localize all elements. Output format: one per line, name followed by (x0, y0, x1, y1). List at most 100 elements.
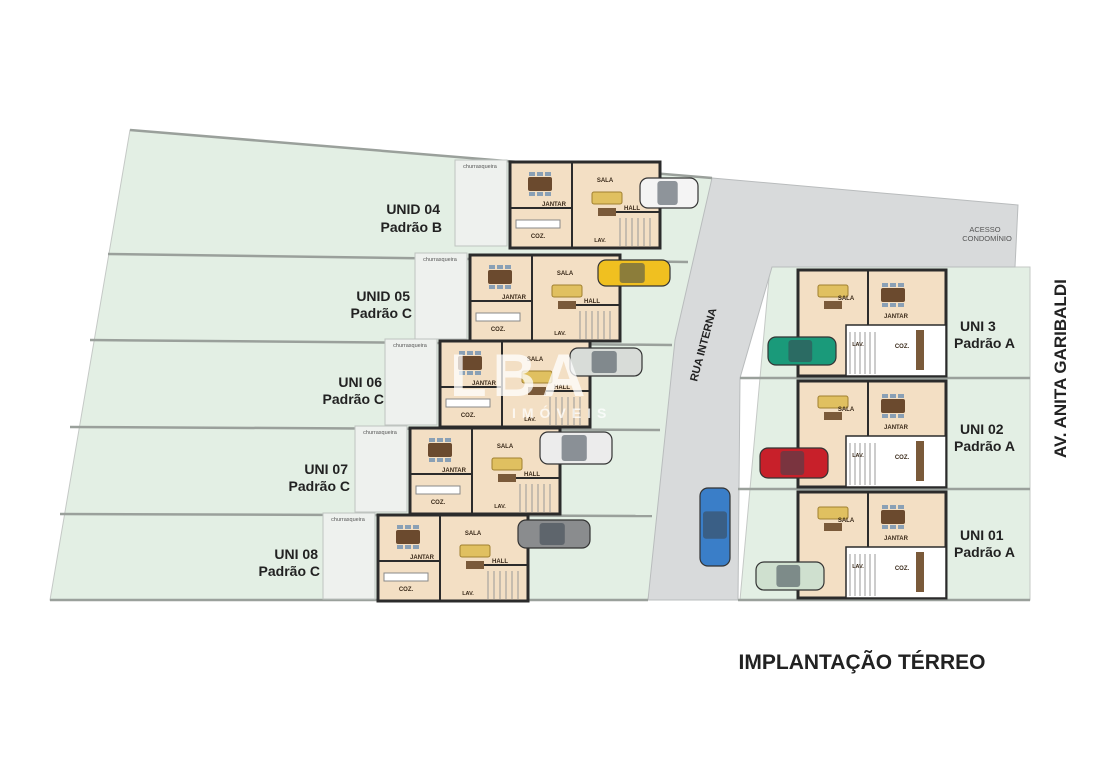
house-outline-0 (508, 160, 662, 250)
kitchen-counter-4 (383, 572, 429, 582)
house-outline-2 (438, 339, 592, 429)
dining-r-1-chair-bottom-2 (898, 414, 904, 418)
houses-right: SALA JANTAR LAV. COZ. SALA JANTAR LAV. COZ. SALA… (796, 268, 948, 600)
lav-label-r-1: LAV. (852, 453, 864, 459)
dining-r-0-table (881, 288, 905, 302)
jantar-label-r-2: JANTAR (884, 536, 909, 542)
sala-label-r-2: SALA (838, 518, 855, 524)
unit-3-type: Padrão A (954, 335, 1015, 351)
access-label-1: ACESSO (969, 225, 1000, 234)
car-3 (539, 431, 613, 465)
hall-label-0: HALL (624, 206, 640, 212)
cars (517, 177, 837, 591)
dining-r-2-chair-top-2 (898, 505, 904, 509)
hall-label-2: HALL (554, 385, 570, 391)
kitchen-counter-r-0 (916, 330, 924, 370)
dining-4-chair-top-2 (413, 525, 419, 529)
dining-3-chair-bottom-2 (445, 458, 451, 462)
living-r-2-coffee-table (824, 523, 842, 531)
dining-r-0-chair-bottom-1 (890, 303, 896, 307)
dining-2-chair-bottom-1 (467, 371, 473, 375)
coz-label-2: COZ. (461, 413, 476, 419)
dining-r-2-chair-top-0 (882, 505, 888, 509)
unit-3-name: UNI 3 (960, 318, 996, 334)
sala-label-2: SALA (527, 357, 544, 363)
hall-label-3: HALL (524, 472, 540, 478)
churrasqueira-label-3: churrasqueira (363, 430, 398, 436)
dining-1-chair-top-0 (489, 265, 495, 269)
kitchen-counter-2 (445, 398, 491, 408)
churrasqueira-label-4: churrasqueira (331, 517, 366, 523)
dining-3-table (428, 443, 452, 457)
dining-0-chair-top-2 (545, 172, 551, 176)
dining-3-chair-top-0 (429, 438, 435, 442)
houses-left: churrasqueiraJANTARSALACOZ.HALLLAV.churr… (322, 159, 662, 603)
dining-4-chair-top-0 (397, 525, 403, 529)
dining-r-2-table (881, 510, 905, 524)
coz-label-r-1: COZ. (895, 455, 910, 461)
car-1 (597, 259, 671, 287)
dining-3-chair-top-1 (437, 438, 443, 442)
car-8 (699, 487, 731, 567)
dining-4-chair-bottom-1 (405, 545, 411, 549)
living-r-1-sofa (817, 395, 849, 409)
lav-label-0: LAV. (594, 238, 606, 244)
terrace-3 (354, 425, 408, 513)
car-window-0 (657, 181, 678, 205)
living-0-sofa (591, 191, 623, 205)
lav-label-r-2: LAV. (852, 564, 864, 570)
living-r-2-sofa (817, 506, 849, 520)
dining-0-chair-bottom-2 (545, 192, 551, 196)
dining-3-chair-top-2 (445, 438, 451, 442)
dining-2-chair-bottom-2 (475, 371, 481, 375)
car-5 (767, 336, 837, 366)
unit-07-type: Padrão C (289, 478, 350, 494)
kitchen-counter-r-2 (916, 552, 924, 592)
sala-label-r-0: SALA (838, 296, 855, 302)
house-outline-4 (376, 513, 530, 603)
dining-r-0-chair-top-0 (882, 283, 888, 287)
dining-3-chair-bottom-1 (437, 458, 443, 462)
sala-label-r-1: SALA (838, 407, 855, 413)
unit-08-type: Padrão C (259, 563, 320, 579)
living-2-sofa (521, 370, 553, 384)
dining-r-1-chair-top-2 (898, 394, 904, 398)
dining-r-2-chair-bottom-2 (898, 525, 904, 529)
coz-label-1: COZ. (491, 327, 506, 333)
sala-label-0: SALA (597, 178, 614, 184)
dining-1-chair-bottom-0 (489, 285, 495, 289)
dining-2-chair-top-0 (459, 351, 465, 355)
dining-2-chair-top-2 (475, 351, 481, 355)
living-1-coffee-table (558, 301, 576, 309)
dining-1-chair-bottom-1 (497, 285, 503, 289)
unit-02-type: Padrão A (954, 438, 1015, 454)
unit-05-name: UNID 05 (356, 288, 410, 304)
hall-label-4: HALL (492, 559, 508, 565)
living-r-1-coffee-table (824, 412, 842, 420)
jantar-label-3: JANTAR (442, 468, 467, 474)
car-window-6 (780, 451, 805, 475)
dining-r-1-chair-top-0 (882, 394, 888, 398)
jantar-label-4: JANTAR (410, 555, 435, 561)
unit-08-name: UNI 08 (274, 546, 318, 562)
unit-01-name: UNI 01 (960, 527, 1004, 543)
service-area-r-1 (845, 435, 947, 488)
car-window-2 (591, 351, 617, 373)
churrasqueira-label-1: churrasqueira (423, 257, 458, 263)
dining-3-chair-bottom-0 (429, 458, 435, 462)
unit-01-type: Padrão A (954, 544, 1015, 560)
jantar-label-r-0: JANTAR (884, 314, 909, 320)
dining-1-chair-top-2 (505, 265, 511, 269)
unit-02-name: UNI 02 (960, 421, 1004, 437)
dining-0-chair-top-1 (537, 172, 543, 176)
car-window-8 (703, 511, 727, 539)
kitchen-counter-0 (515, 219, 561, 229)
coz-label-r-0: COZ. (895, 344, 910, 350)
car-7 (755, 561, 825, 591)
dining-r-0-chair-top-2 (898, 283, 904, 287)
unit-04-name: UNID 04 (386, 201, 440, 217)
